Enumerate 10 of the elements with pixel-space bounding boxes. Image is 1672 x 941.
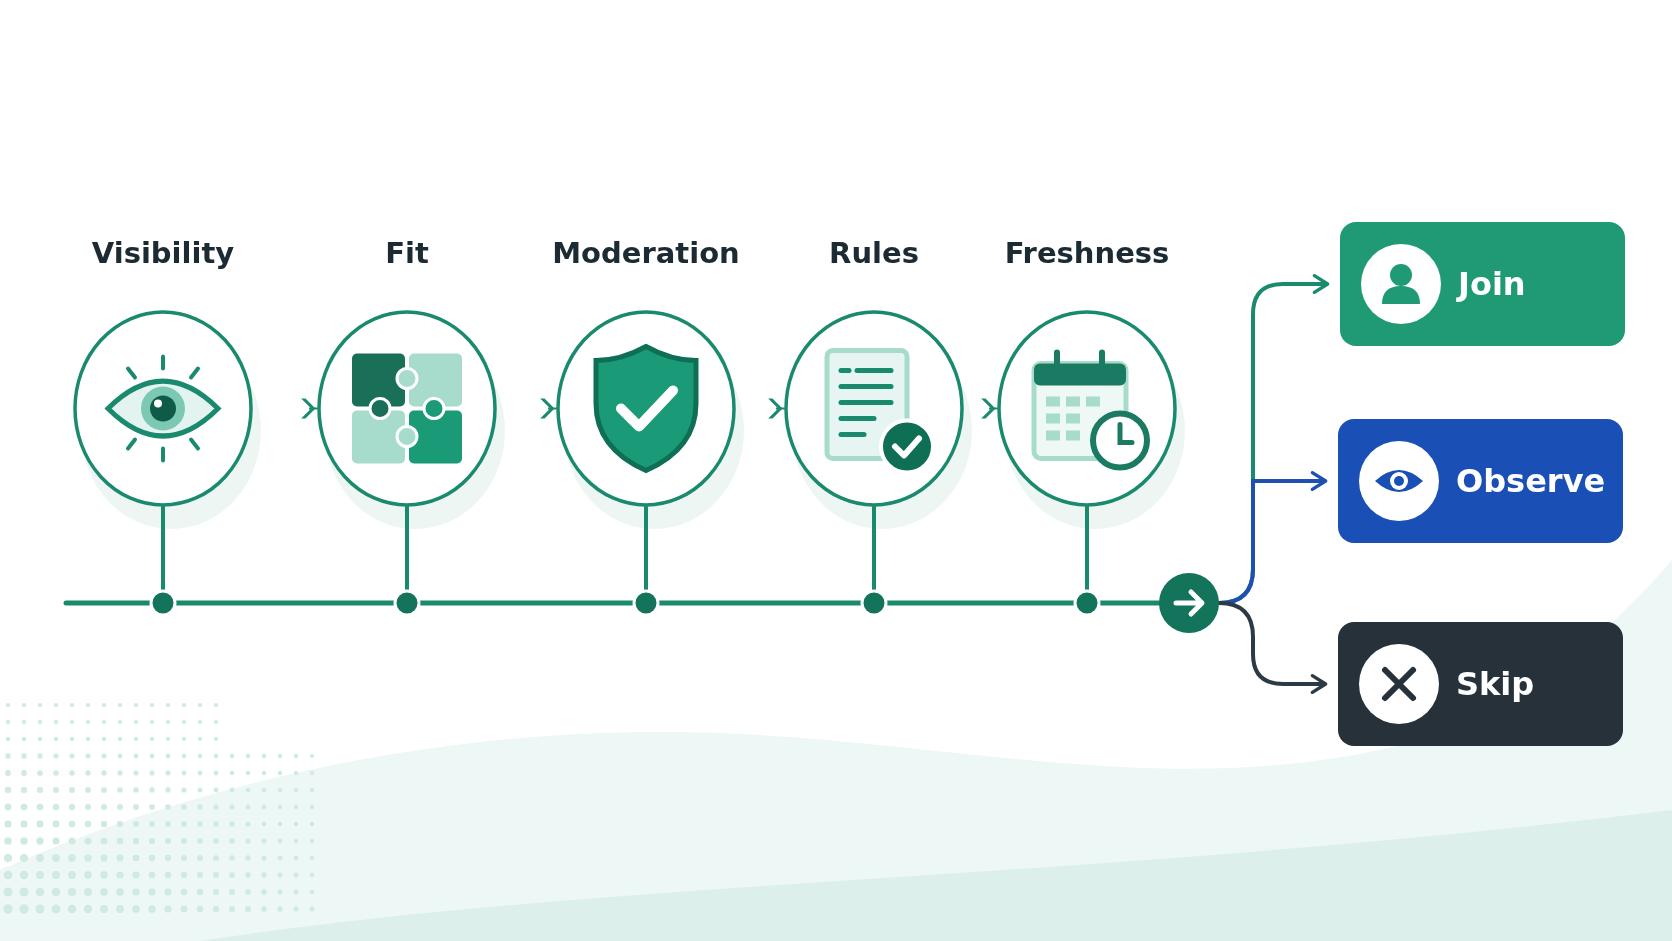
arrow-circle [1159,573,1219,633]
arrow [1217,601,1328,694]
option-button: Observe [1338,419,1623,543]
step-heading: Rules [828,235,920,272]
option-button: Join [1340,222,1625,346]
option-button: Skip [1338,622,1623,746]
step-heading: Fit [384,235,430,272]
step-heading: Visibility [90,235,236,272]
step-heading: Freshness [1003,235,1171,272]
step-heading: Moderation [551,235,741,272]
